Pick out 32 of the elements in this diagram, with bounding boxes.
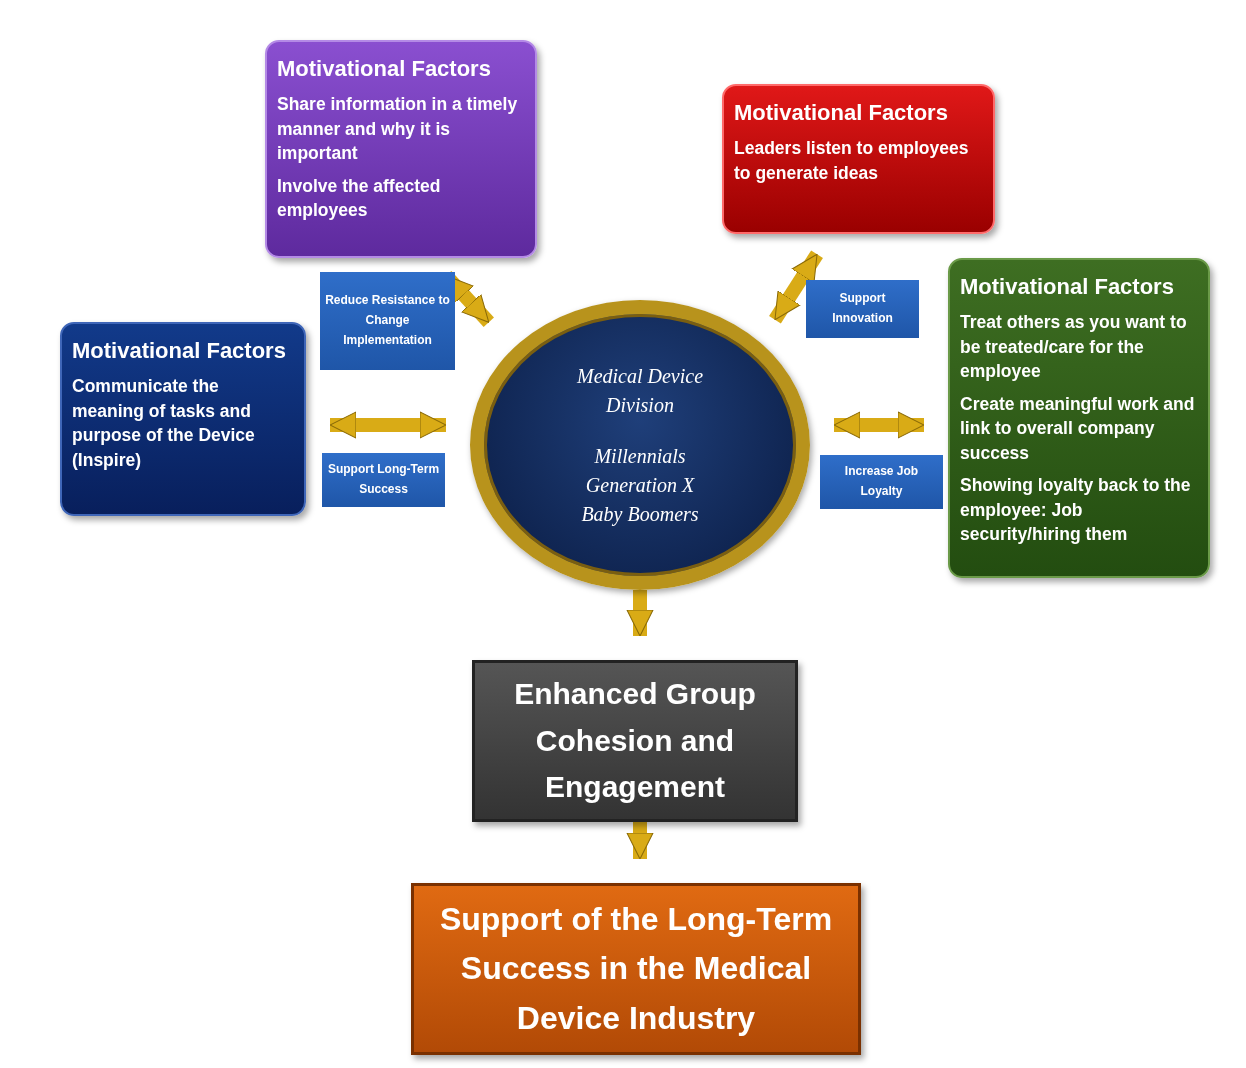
arrow [626,820,654,860]
edge-label: Reduce Resistance to Change Implementation [320,272,455,370]
card-heading: Motivational Factors [960,274,1175,301]
edge-label: Support Innovation [806,280,919,338]
outcome-box [411,883,861,1055]
card-text: Involve the affected employees [277,174,442,223]
card-heading: Motivational Factors [277,56,492,83]
ellipse-text: Millennials [593,443,687,469]
card-text: Communicate the meaning of tasks and purpose of the Device (Inspire) [72,375,256,472]
arrow [769,250,823,324]
card-text: Leaders listen to employees to generate ideas [734,137,970,185]
edge-label: Increase Job Loyalty [820,455,943,509]
outcome-text: Support of the Long-Term Success in the Medical Device Industry [438,899,834,1038]
ellipse-text: Generation X [584,472,696,498]
arrow [833,411,925,439]
outcome-box [472,660,798,822]
outcome-text: Enhanced Group Cohesion and Engagement [513,676,757,805]
ellipse-text: Medical Device Division [575,363,704,418]
card-heading: Motivational Factors [734,100,949,127]
factor-card [265,40,537,258]
card-text: Showing loyalty back to the employee: Job security/hiring them [960,474,1192,547]
card-heading: Motivational Factors [72,338,287,365]
factor-card [948,258,1210,578]
edge-label: Support Long-Term Success [322,453,445,507]
card-text: Share information in a timely manner and why it is important [277,93,519,166]
arrow [329,411,447,439]
factor-card [722,84,995,234]
card-text: Create meaningful work and link to overall company success [960,392,1196,465]
ellipse-text: Baby Boomers [580,501,700,528]
card-text: Treat others as you want to be treated/care for the employee [960,311,1188,384]
factor-card [60,322,306,516]
arrow [626,590,654,637]
